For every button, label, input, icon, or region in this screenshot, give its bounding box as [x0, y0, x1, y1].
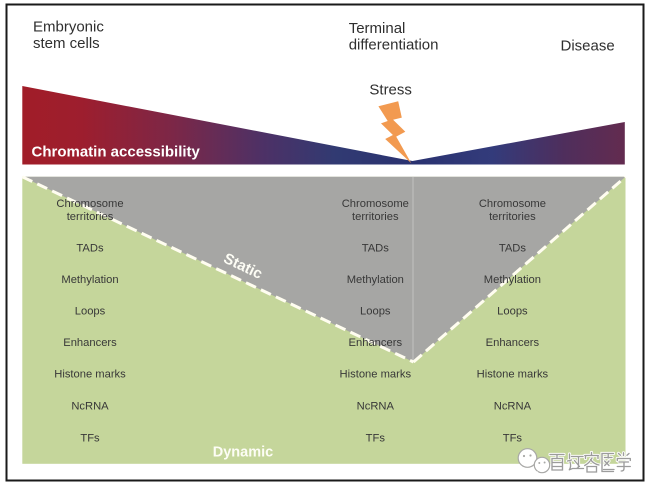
- svg-text:Chromosome: Chromosome: [56, 198, 123, 210]
- svg-text:TFs: TFs: [366, 432, 386, 444]
- svg-text:TADs: TADs: [362, 243, 390, 255]
- svg-text:Dynamic: Dynamic: [213, 445, 273, 461]
- svg-text:stem cells: stem cells: [33, 35, 100, 52]
- svg-text:TADs: TADs: [499, 243, 527, 255]
- svg-text:territories: territories: [489, 211, 536, 223]
- svg-text:Loops: Loops: [75, 306, 106, 318]
- svg-text:Chromosome: Chromosome: [479, 198, 546, 210]
- svg-text:Disease: Disease: [561, 37, 615, 54]
- svg-text:NcRNA: NcRNA: [494, 400, 532, 412]
- svg-text:Embryonic: Embryonic: [33, 19, 104, 36]
- svg-text:Loops: Loops: [497, 306, 528, 318]
- svg-text:TFs: TFs: [80, 432, 100, 444]
- svg-text:differentiation: differentiation: [349, 36, 439, 53]
- svg-text:territories: territories: [352, 211, 399, 223]
- svg-text:Histone marks: Histone marks: [477, 369, 549, 381]
- svg-text:Methylation: Methylation: [484, 274, 541, 286]
- svg-text:Loops: Loops: [360, 306, 391, 318]
- svg-text:Histone marks: Histone marks: [340, 369, 412, 381]
- svg-text:NcRNA: NcRNA: [71, 400, 109, 412]
- svg-text:Methylation: Methylation: [61, 274, 118, 286]
- svg-text:TADs: TADs: [76, 243, 104, 255]
- svg-text:NcRNA: NcRNA: [357, 400, 395, 412]
- svg-text:Chromosome: Chromosome: [342, 198, 409, 210]
- svg-text:Stress: Stress: [369, 82, 412, 99]
- svg-text:territories: territories: [67, 211, 114, 223]
- svg-text:Terminal: Terminal: [349, 20, 406, 37]
- svg-text:Enhancers: Enhancers: [63, 337, 117, 349]
- svg-text:TFs: TFs: [503, 432, 523, 444]
- svg-text:Histone marks: Histone marks: [54, 369, 126, 381]
- svg-text:Enhancers: Enhancers: [486, 337, 540, 349]
- svg-text:Chromatin accessibility: Chromatin accessibility: [32, 144, 201, 161]
- svg-text:Methylation: Methylation: [347, 274, 404, 286]
- svg-text:Enhancers: Enhancers: [349, 337, 403, 349]
